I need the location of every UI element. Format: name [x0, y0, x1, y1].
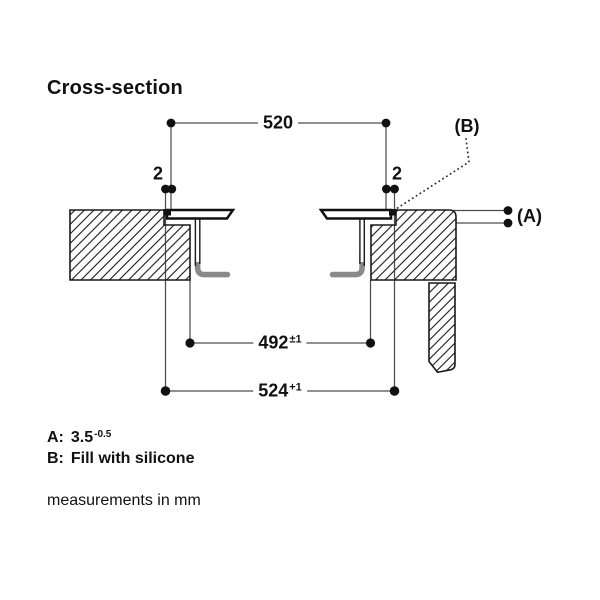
note-a-tolerance: -0.5 — [94, 429, 112, 440]
dimension-dots — [160, 118, 513, 396]
silicone-bead-left — [163, 209, 171, 216]
recess-width-tolerance: +1 — [289, 381, 302, 394]
callout-a-label: (A) — [517, 206, 542, 226]
note-a-value: 3.5 — [70, 429, 94, 446]
cutout-width-tolerance: ±1 — [289, 333, 302, 346]
dimension-label-gap-left: 2 — [152, 163, 164, 184]
silicone-bead-right — [389, 209, 397, 216]
cooktop-frame-right — [329, 219, 365, 278]
frame-foot-right — [329, 249, 365, 278]
glass-panel-right — [318, 208, 393, 220]
note-a: A: 3.5-0.5 — [47, 430, 111, 446]
dimension-label-glass-width: 520 — [257, 113, 299, 133]
dimension-label-cutout-width: 492±1 — [253, 332, 307, 353]
cooktop-frame-left — [194, 219, 231, 278]
note-a-key: A: — [47, 429, 64, 446]
frame-foot-left — [194, 249, 231, 278]
note-b-text: Fill with silicone — [70, 450, 195, 467]
dimension-label-gap-right: 2 — [391, 163, 403, 184]
dimension-label-recess-width: 524+1 — [253, 380, 307, 401]
countertop-left-section — [69, 209, 191, 281]
cabinet-side-panel — [428, 282, 456, 374]
units-note: measurements in mm — [47, 492, 201, 509]
recess-width-value: 524 — [258, 380, 289, 401]
callout-b-label: (B) — [454, 116, 480, 136]
note-b-key: B: — [47, 450, 64, 467]
figure-title: Cross-section — [47, 77, 183, 99]
countertop-right-section — [370, 209, 457, 281]
note-b: B: Fill with silicone — [47, 451, 194, 467]
cutout-width-value: 492 — [258, 332, 289, 353]
callout-b-leader — [395, 138, 471, 210]
glass-panel-left — [165, 208, 236, 220]
